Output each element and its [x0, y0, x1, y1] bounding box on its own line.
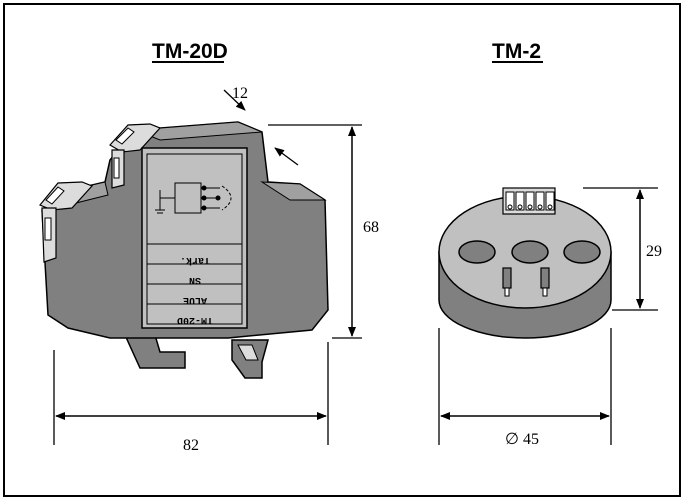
dim-12-label: 12: [232, 85, 248, 102]
dim-12-arrow-out: [274, 147, 299, 166]
tm2-pin-left-tip: [504, 287, 510, 297]
tm20d-device: Tark. SN ALUE TM-20D: [39, 121, 329, 379]
wiring-schematic: [155, 182, 232, 214]
tm2-title: TM-2: [492, 40, 541, 63]
dim-82-label: 82: [183, 437, 199, 454]
tm2-pin-right: [540, 267, 550, 289]
terminal-upper-screw: [115, 127, 135, 145]
tm2-hole-right: [563, 240, 601, 264]
tm2-pin-left: [502, 267, 512, 289]
din-clip-right-inner: [237, 344, 259, 361]
dim-68-label: 68: [363, 219, 379, 236]
tm20d-right-step-face: [260, 181, 327, 201]
terminal-lower-screw: [45, 186, 65, 205]
dim-29-label: 29: [646, 243, 662, 260]
label-rows-frame: [146, 243, 243, 325]
din-clip-left: [123, 334, 186, 369]
tm2-hole-center: [511, 240, 549, 264]
tm2-terminal-strip: [502, 187, 556, 215]
terminal-lower-slot: [44, 217, 52, 241]
tm2-hole-left: [458, 240, 496, 264]
tm20d-title: TM-20D: [152, 40, 228, 63]
label-alue: ALUE: [183, 294, 207, 305]
label-model: TM-20D: [177, 314, 213, 325]
tm2-device: [438, 187, 612, 339]
dim-12-arrow-in: [223, 89, 246, 111]
schematic-area: [146, 153, 243, 245]
label-tark: Tark.: [180, 254, 210, 266]
label-sn: SN: [189, 274, 201, 285]
terminal-upper-slot: [113, 157, 120, 179]
tm2-pin-right-tip: [542, 287, 548, 297]
dim-45-label: ∅ 45: [505, 431, 539, 448]
